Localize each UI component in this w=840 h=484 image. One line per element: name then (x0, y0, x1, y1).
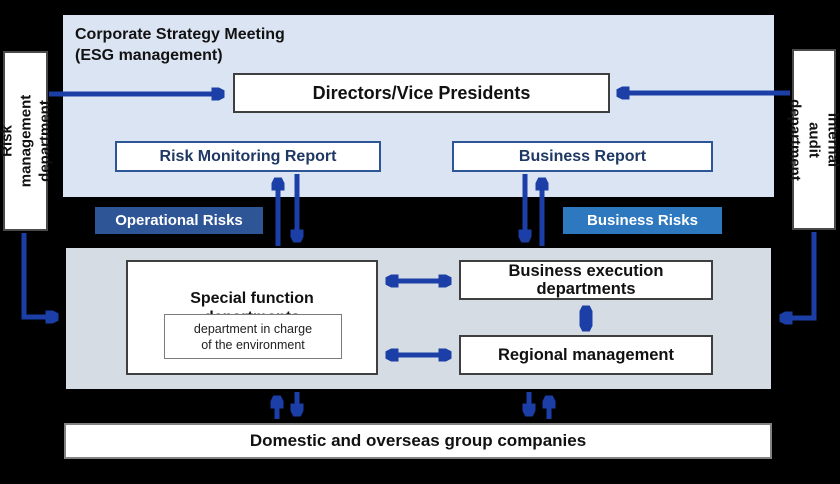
risk-management-department-label: Risk management department (0, 94, 53, 188)
group-companies-bar: Domestic and overseas group companies (64, 423, 772, 459)
corporate-strategy-title: Corporate Strategy Meeting (ESG manageme… (75, 26, 285, 64)
arrow-internal-audit-to-operations-panel (782, 232, 817, 318)
business-execution-box: Business execution departments (459, 260, 713, 300)
internal-audit-department-label: Internal audit department (786, 98, 840, 181)
business-risks-label: Business Risks (587, 212, 698, 229)
corporate-strategy-panel: Corporate Strategy Meeting (ESG manageme… (63, 15, 774, 197)
regional-management-label: Regional management (497, 345, 675, 364)
environment-department-label: department in charge of the environment (193, 321, 313, 352)
operations-panel: Special function departments department … (66, 248, 771, 389)
environment-department-box: department in charge of the environment (164, 314, 342, 359)
operational-risks-label: Operational Risks (115, 212, 243, 229)
risk-monitoring-report-box: Risk Monitoring Report (115, 141, 381, 172)
operational-risks-badge: Operational Risks (95, 207, 263, 234)
special-function-box: Special function departments department … (126, 260, 378, 375)
group-companies-label: Domestic and overseas group companies (249, 431, 587, 450)
risk-management-department-box: Risk management department (0, 51, 53, 231)
business-report-box: Business Report (452, 141, 713, 172)
directors-label: Directors/Vice Presidents (312, 82, 531, 103)
arrow-risk-mgmt-to-operations-panel (21, 233, 56, 317)
business-report-label: Business Report (518, 147, 647, 165)
directors-box: Directors/Vice Presidents (233, 73, 610, 113)
business-risks-badge: Business Risks (563, 207, 722, 234)
regional-management-box: Regional management (459, 335, 713, 375)
risk-monitoring-report-label: Risk Monitoring Report (159, 147, 337, 165)
internal-audit-department-box: Internal audit department (787, 49, 840, 230)
business-execution-label: Business execution departments (508, 262, 664, 298)
